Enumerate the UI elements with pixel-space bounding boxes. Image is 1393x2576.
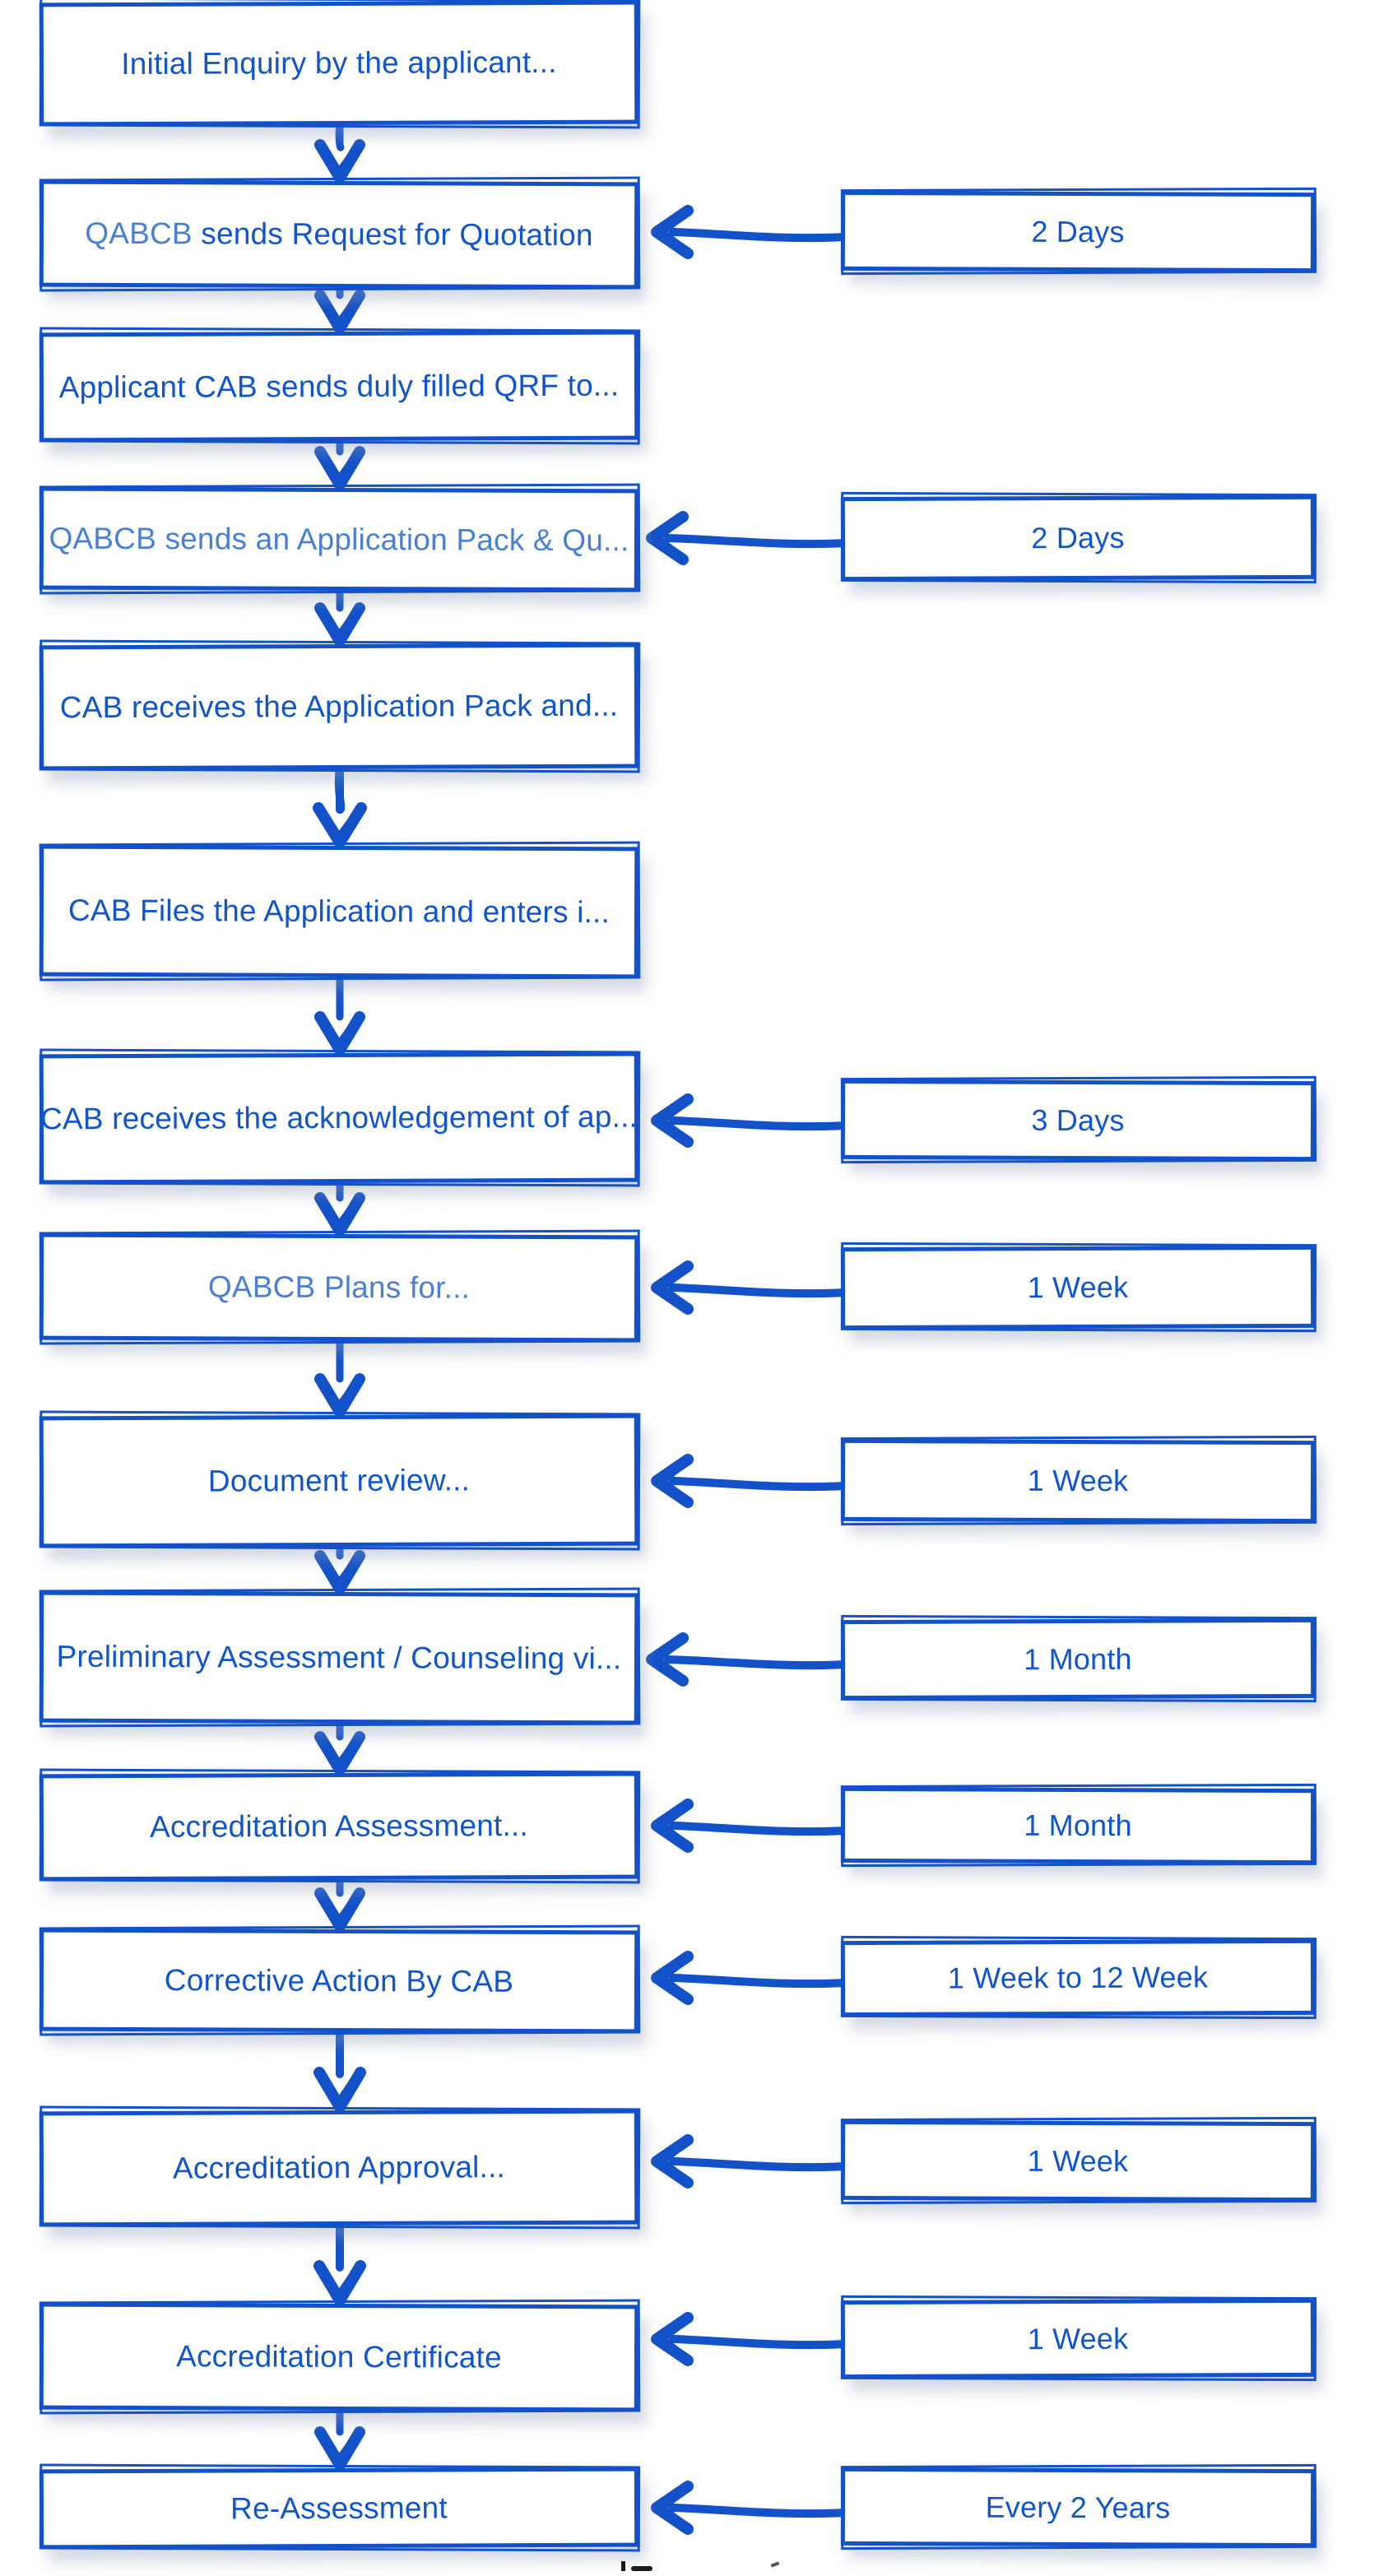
process-step-label: Corrective Action By CAB (164, 1962, 514, 1998)
duration-label: 2 Days (1031, 520, 1125, 555)
process-step-label: Accreditation Certificate (176, 2339, 502, 2374)
process-step-label: Initial Enquiry by the applicant... (121, 44, 557, 81)
clipped-text-fragment (621, 2561, 786, 2573)
process-step-box: QABCB sends Request for Quotation (39, 179, 639, 290)
duration-box: 3 Days (840, 1079, 1316, 1162)
process-step-box: CAB Files the Application and enters i..… (39, 844, 639, 979)
duration-box: 1 Month (840, 1618, 1316, 1701)
duration-box: 1 Week to 12 Week (840, 1938, 1316, 2017)
process-step-box: Applicant CAB sends duly filled QRF to..… (39, 330, 639, 443)
process-step-label: QABCB sends an Application Pack & Qu... (49, 521, 629, 557)
step-label-rest: sends Request for Quotation (192, 216, 593, 253)
duration-box: 1 Week (840, 1245, 1316, 1330)
process-step-label: Re-Assessment (230, 2490, 448, 2526)
duration-box: 1 Week (840, 2119, 1316, 2202)
duration-box: 1 Week (840, 2298, 1316, 2379)
duration-box: 1 Month (840, 1786, 1316, 1865)
duration-label: Every 2 Years (985, 2490, 1171, 2524)
duration-label: 1 Week (1027, 1269, 1129, 1305)
duration-label: 1 Week (1027, 1463, 1129, 1498)
process-step-box: Corrective Action By CAB (39, 1928, 639, 2034)
left-arrow (646, 205, 850, 2535)
process-step-label: CAB Files the Application and enters i..… (67, 893, 611, 930)
process-step-label: Accreditation Assessment... (149, 1808, 529, 1844)
duration-label: 1 Week (1027, 2321, 1129, 2356)
duration-label: 1 Month (1024, 1641, 1132, 1676)
duration-box: 1 Week (840, 1438, 1316, 1524)
duration-box: 2 Days (840, 190, 1316, 273)
process-step-box: Accreditation Approval... (39, 2109, 639, 2227)
process-step-box: Re-Assessment (39, 2467, 639, 2550)
duration-box: Every 2 Years (840, 2467, 1316, 2548)
process-step-box: CAB receives the acknowledgement of ap..… (39, 1051, 639, 1185)
process-step-label: CAB receives the Application Pack and... (59, 688, 619, 725)
duration-label: 3 Days (1031, 1102, 1125, 1137)
process-step-box: Initial Enquiry by the applicant... (39, 0, 639, 127)
process-step-label: Document review... (207, 1463, 471, 1498)
process-step-box: Accreditation Certificate (39, 2302, 639, 2412)
process-step-label: Preliminary Assessment / Counseling vi..… (56, 1639, 622, 1676)
process-step-box: QABCB Plans for... (39, 1232, 639, 1343)
process-step-box: CAB receives the Application Pack and... (39, 643, 639, 771)
process-step-label: Applicant CAB sends duly filled QRF to..… (58, 368, 620, 404)
duration-label: 1 Week to 12 Week (947, 1960, 1209, 1995)
duration-label: 1 Week (1027, 2143, 1129, 2178)
process-step-box: Document review... (39, 1413, 639, 1548)
duration-label: 1 Month (1024, 1808, 1132, 1843)
duration-label: 2 Days (1031, 214, 1125, 248)
process-step-label: QABCB sends Request for Quotation (85, 216, 593, 253)
process-step-label: QABCB Plans for... (207, 1269, 471, 1305)
process-step-label: Accreditation Approval... (172, 2150, 506, 2185)
duration-box: 2 Days (840, 494, 1316, 582)
step-label-highlight: QABCB (85, 216, 193, 251)
process-step-box: QABCB sends an Application Pack & Qu... (39, 486, 639, 592)
process-step-box: Accreditation Assessment... (39, 1771, 639, 1882)
process-step-label: CAB receives the acknowledgement of ap..… (39, 1099, 638, 1136)
process-step-box: Preliminary Assessment / Counseling vi..… (39, 1590, 639, 1725)
